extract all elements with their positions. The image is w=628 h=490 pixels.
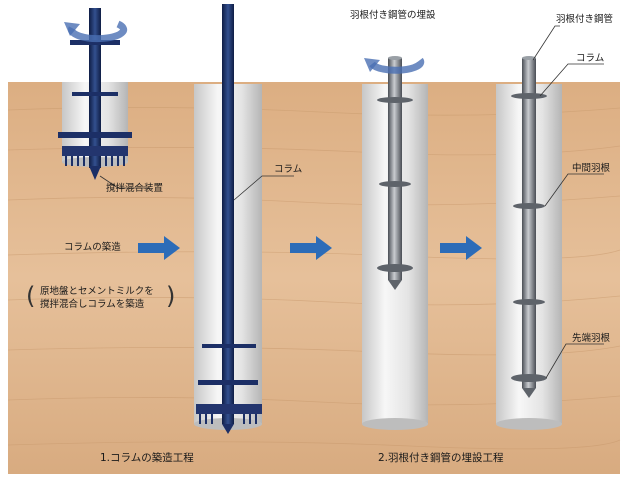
pipe-install-label: 羽根付き鋼管の埋設 bbox=[350, 10, 436, 21]
steel-pipe-installed bbox=[511, 56, 547, 398]
column-build-label: コラムの築造 bbox=[64, 242, 121, 253]
leader-lines bbox=[99, 25, 604, 379]
caption-step2: 2.羽根付き鋼管の埋設工程 bbox=[378, 452, 504, 464]
mixer-rod-deep bbox=[196, 4, 262, 434]
note-open-paren: ( bbox=[26, 282, 36, 310]
mixer-label: 撹拌混合装置 bbox=[106, 183, 164, 194]
caption-step1: 1.コラムの築造工程 bbox=[100, 452, 194, 464]
note-line-1: 原地盤とセメントミルクを bbox=[40, 286, 154, 297]
note-line-2: 撹拌混合しコラムを築造 bbox=[40, 299, 145, 310]
flow-arrow-icon bbox=[138, 236, 482, 260]
pipe-label: 羽根付き鋼管 bbox=[556, 14, 614, 25]
column-label-step4: コラム bbox=[576, 53, 605, 64]
mixer-rod bbox=[58, 8, 132, 180]
steel-pipe-installing bbox=[377, 56, 413, 290]
note-close-paren: ) bbox=[166, 282, 176, 310]
column-label-step1: コラム bbox=[274, 164, 303, 175]
rotation-arrow-icon-2 bbox=[364, 57, 425, 74]
rotation-arrow-icon bbox=[64, 20, 128, 43]
note-text: 原地盤とセメントミルクを 撹拌混合しコラムを築造 bbox=[40, 285, 154, 311]
tip-blade-label: 先端羽根 bbox=[572, 333, 611, 344]
mid-blade-label: 中間羽根 bbox=[572, 163, 611, 174]
